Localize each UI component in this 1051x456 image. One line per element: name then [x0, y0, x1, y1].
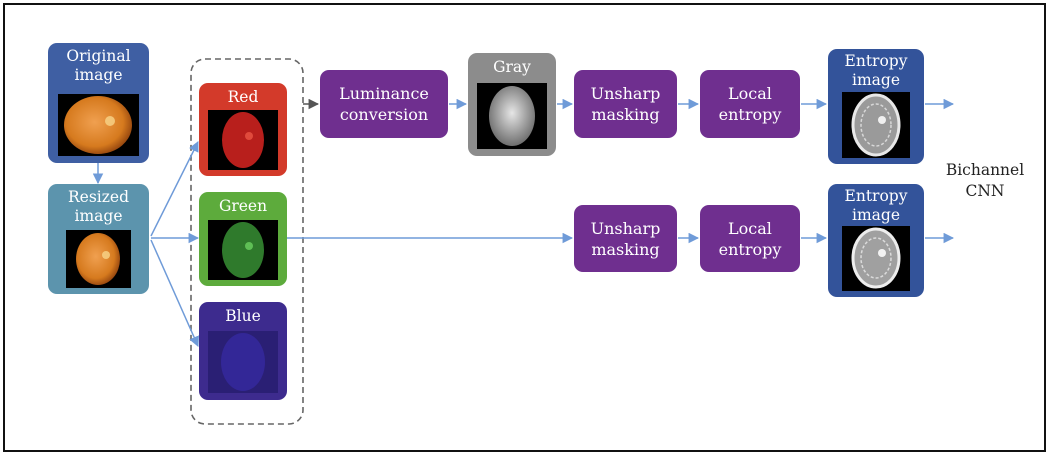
- gray-thumbnail: [477, 83, 547, 149]
- local-entropy-bottom-node: Local entropy: [700, 205, 800, 272]
- red-channel-label: Red: [227, 88, 259, 106]
- entropy-image-top-node: Entropy image: [828, 49, 924, 164]
- original-image-label: Original image: [66, 47, 131, 84]
- blue-channel-thumbnail: [208, 331, 278, 393]
- fundus-photo-resized: [66, 230, 131, 288]
- red-channel-thumbnail: [208, 110, 278, 170]
- channel-group-dashed-border: [190, 58, 304, 425]
- entropy-image-bottom-label: Entropy image: [844, 187, 908, 224]
- red-channel-node: Red: [199, 83, 287, 176]
- blue-channel-node: Blue: [199, 302, 287, 400]
- arrow-resized-to-blue: [150, 239, 199, 347]
- entropy-image-top-label: Entropy image: [844, 52, 908, 89]
- entropy-image-bottom-node: Entropy image: [828, 184, 924, 297]
- green-channel-thumbnail: [208, 220, 278, 280]
- local-entropy-top-node: Local entropy: [700, 70, 800, 138]
- entropy-thumbnail-bottom: [842, 226, 910, 291]
- gray-node: Gray: [468, 53, 556, 156]
- bichannel-cnn-label: Bichannel CNN: [945, 161, 1025, 200]
- unsharp-masking-bottom-node: Unsharp masking: [574, 205, 677, 272]
- resized-image-node: Resized image: [48, 184, 149, 294]
- blue-channel-label: Blue: [225, 307, 261, 325]
- luminance-conversion-node: Luminance conversion: [320, 70, 448, 138]
- fundus-photo-original: [58, 94, 139, 156]
- green-channel-label: Green: [218, 197, 268, 215]
- unsharp-masking-top-node: Unsharp masking: [574, 70, 677, 138]
- entropy-thumbnail-top: [842, 92, 910, 158]
- gray-label: Gray: [493, 58, 531, 76]
- arrow-resized-to-red: [150, 141, 199, 237]
- green-channel-node: Green: [199, 192, 287, 286]
- figure-frame: [3, 3, 1046, 452]
- resized-image-label: Resized image: [67, 188, 130, 225]
- original-image-node: Original image: [48, 43, 149, 163]
